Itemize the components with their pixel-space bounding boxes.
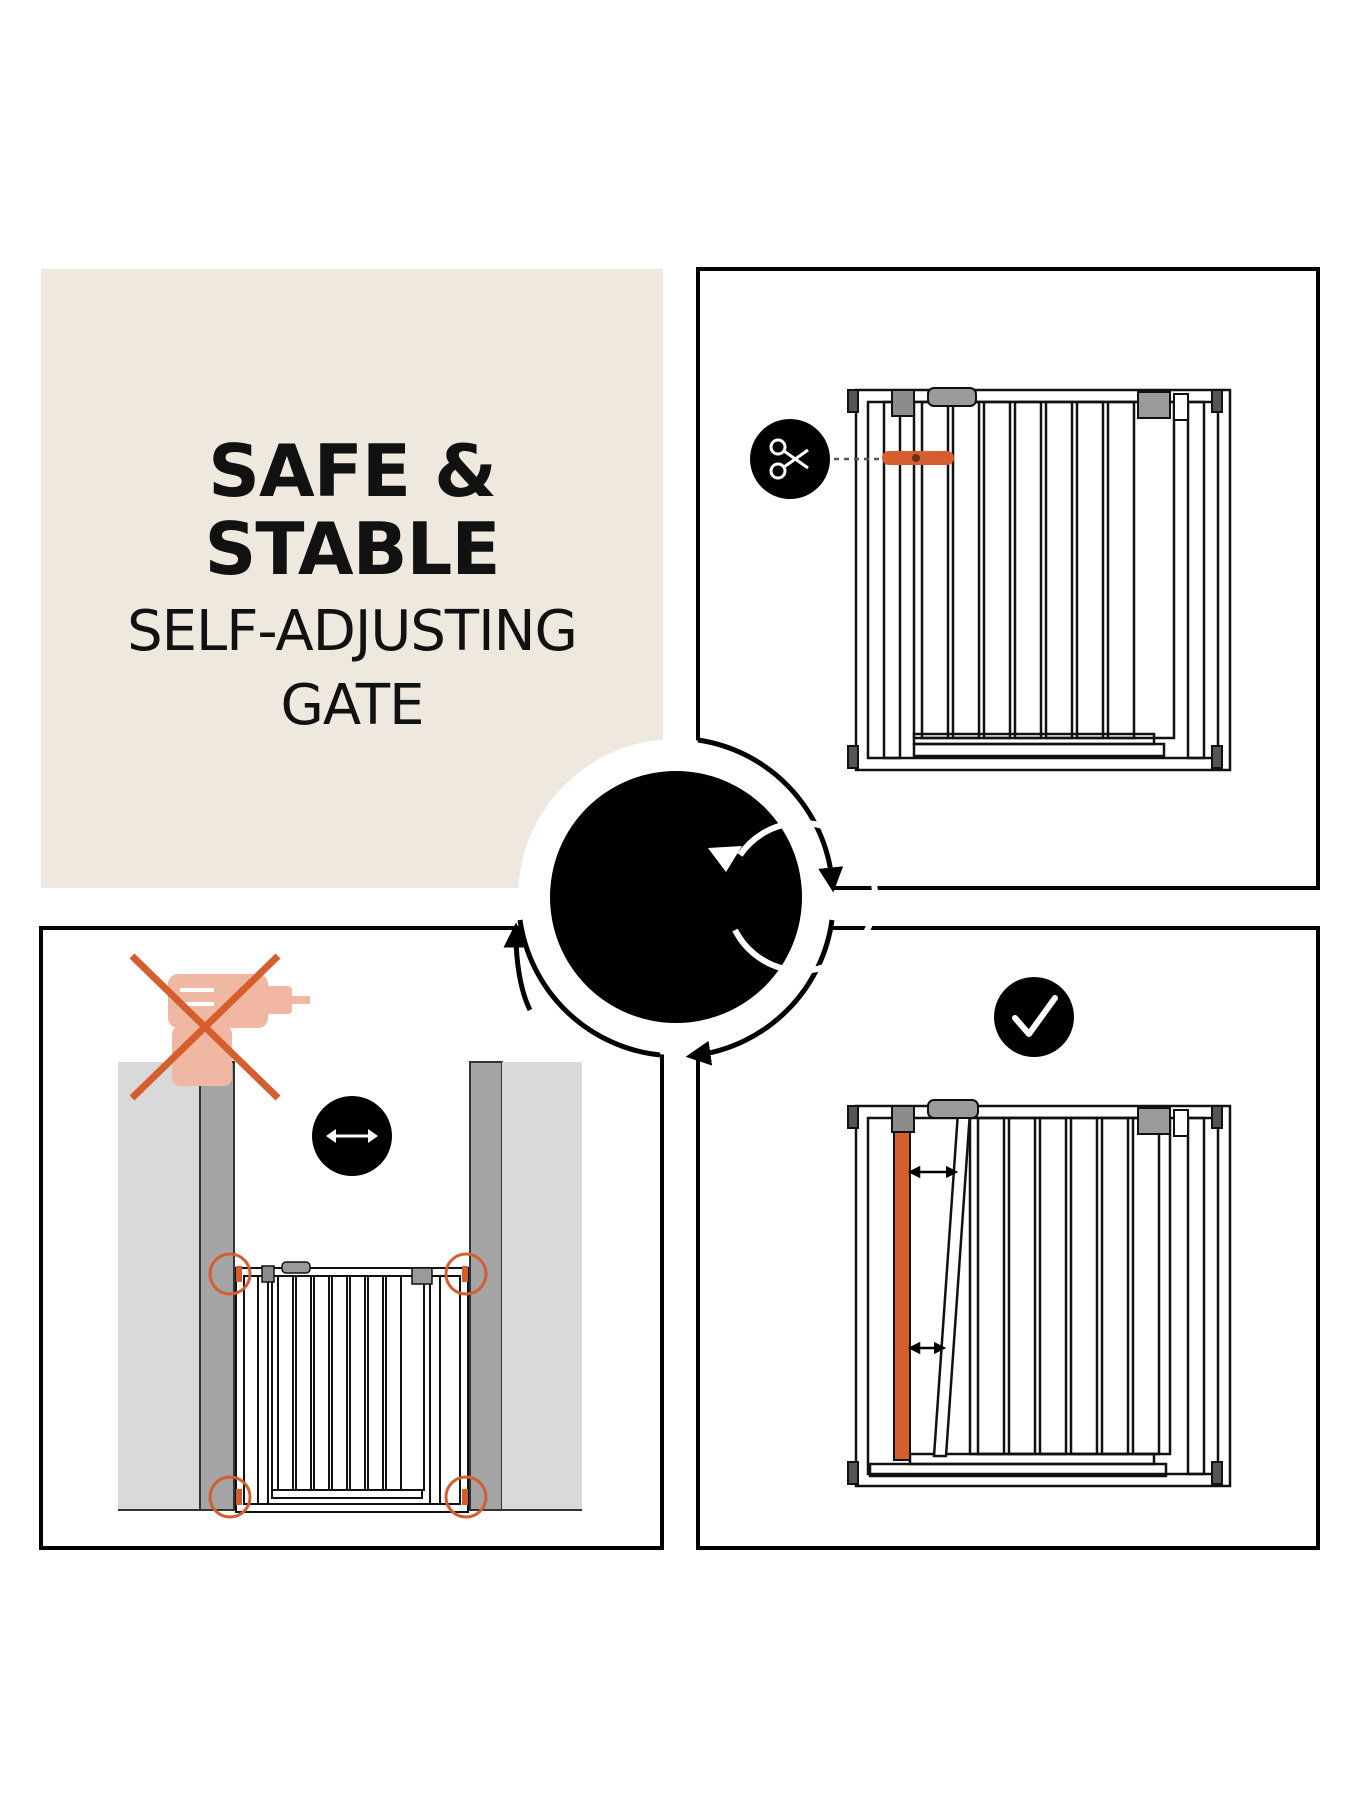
title-panel: SAFE & STABLE SELF-ADJUSTING GATE <box>41 269 663 888</box>
title-line-3: SELF-ADJUSTING <box>127 599 578 664</box>
panel-self-adjusting <box>696 926 1320 1550</box>
pressure-point-markers <box>208 1252 488 1519</box>
panel-no-drilling <box>39 926 664 1550</box>
title-line-1: SAFE & <box>208 429 497 513</box>
gate-illustration-mounted <box>235 1267 469 1513</box>
cycle-arrow-left <box>503 922 533 1012</box>
rotate-icon <box>550 771 879 1023</box>
scissors-icon <box>750 419 830 499</box>
checkmark-icon <box>994 977 1074 1057</box>
cross-out-icon <box>129 953 281 1101</box>
title-line-4: GATE <box>280 673 425 738</box>
panel-cut-strip <box>696 267 1320 890</box>
title-line-2: STABLE <box>204 507 500 591</box>
gate-illustration-adjusting <box>854 1104 1232 1488</box>
double-arrow-icon <box>312 1096 392 1176</box>
gate-illustration-top <box>854 388 1232 772</box>
orange-bar <box>893 1111 911 1461</box>
